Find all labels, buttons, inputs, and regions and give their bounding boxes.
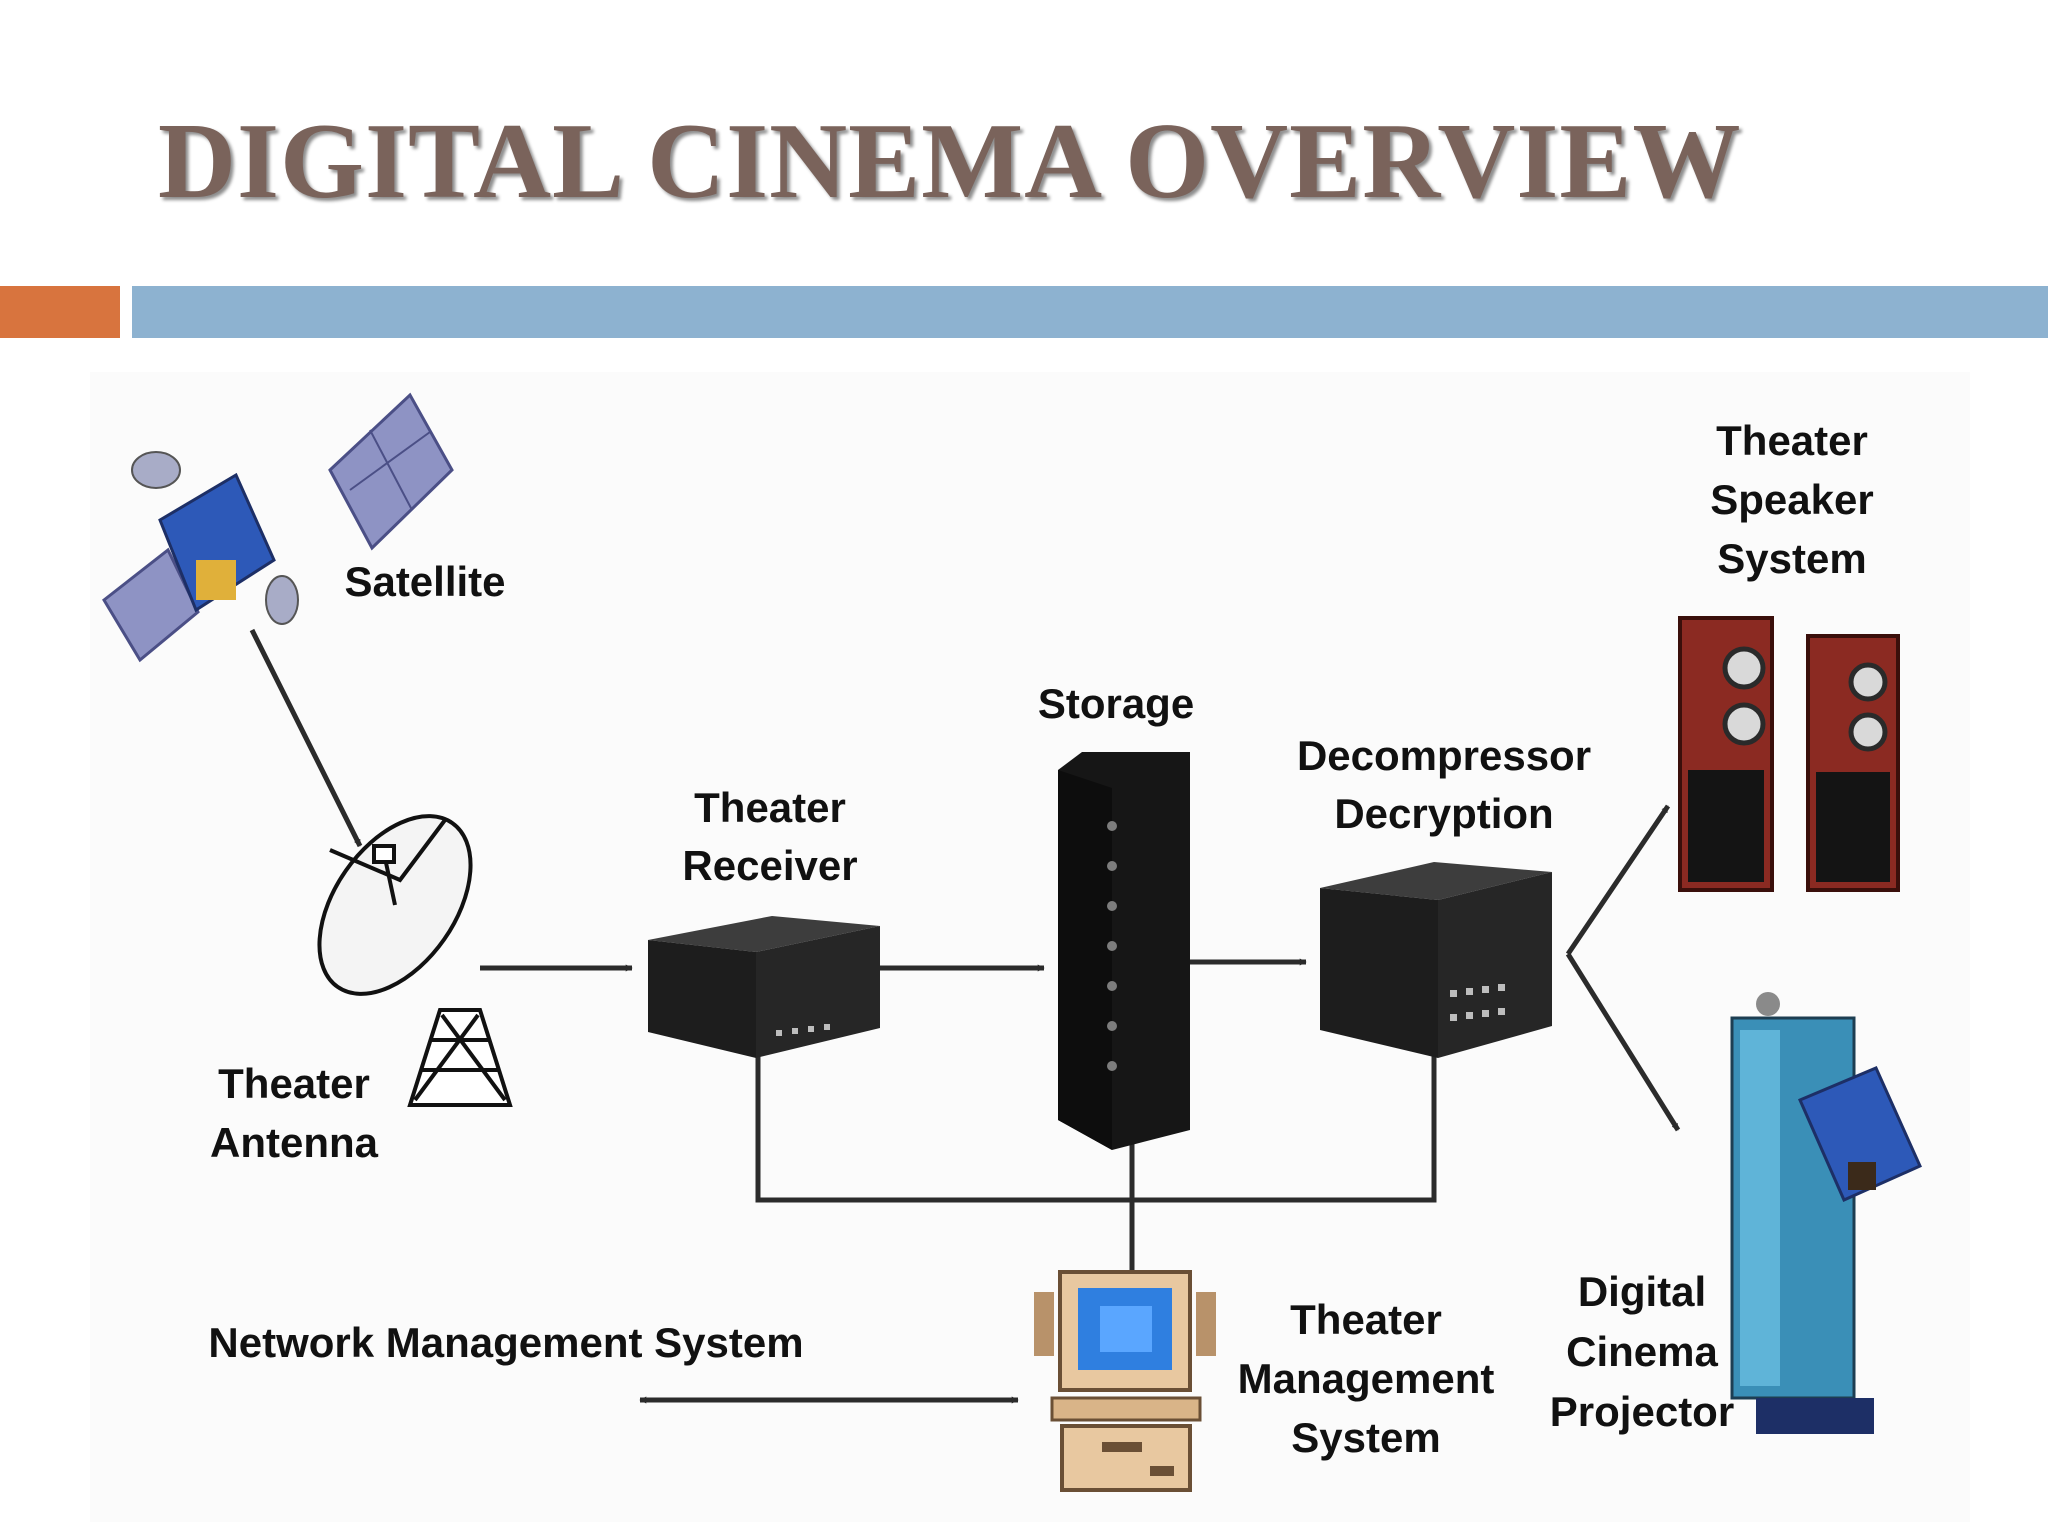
label-tms-line1: Theater [1290, 1296, 1442, 1343]
line-receiver-bus [755, 1040, 1132, 1203]
receiver-unit-icon [648, 916, 880, 1058]
label-antenna-line2: Antenna [210, 1119, 379, 1166]
speakers-icon [1678, 616, 1900, 892]
label-decompressor-line1: Decompressor [1297, 732, 1591, 779]
line-decompressor-bus [1132, 1050, 1437, 1203]
arrow-decompressor-to-projector [1565, 952, 1681, 1132]
slide-title: DIGITAL CINEMA OVERVIEW [158, 102, 1742, 221]
label-speakers-line2: Speaker [1710, 476, 1873, 523]
label-receiver-line1: Theater [694, 784, 846, 831]
label-speakers-line3: System [1717, 535, 1866, 582]
projector-icon [1730, 992, 1922, 1434]
label-storage: Storage [1038, 680, 1194, 727]
connection-lines [249, 628, 1681, 1404]
label-nms: Network Management System [208, 1319, 803, 1366]
dish-antenna-icon [317, 814, 513, 1107]
label-satellite: Satellite [344, 558, 505, 605]
satellite-icon [102, 392, 454, 663]
label-receiver-line2: Receiver [682, 842, 857, 889]
labels: Satellite Theater Antenna Theater Receiv… [208, 417, 1873, 1461]
label-projector-line2: Cinema [1566, 1328, 1718, 1375]
label-projector-line1: Digital [1578, 1268, 1706, 1315]
accent-bar-orange [0, 286, 120, 338]
label-speakers-line1: Theater [1716, 417, 1868, 464]
label-tms-line2: Management [1238, 1355, 1495, 1402]
arrow-satellite-to-antenna [249, 628, 363, 848]
label-decompressor-line2: Decryption [1334, 790, 1553, 837]
label-antenna-line1: Theater [218, 1060, 370, 1107]
label-projector-line3: Projector [1550, 1388, 1734, 1435]
arrow-decompressor-to-speakers [1565, 804, 1671, 956]
label-tms-line3: System [1291, 1414, 1440, 1461]
storage-tower-icon [1058, 752, 1190, 1150]
accent-bar-blue [132, 286, 2048, 338]
computer-icon [1034, 1270, 1216, 1492]
decompressor-unit-icon [1320, 862, 1552, 1058]
